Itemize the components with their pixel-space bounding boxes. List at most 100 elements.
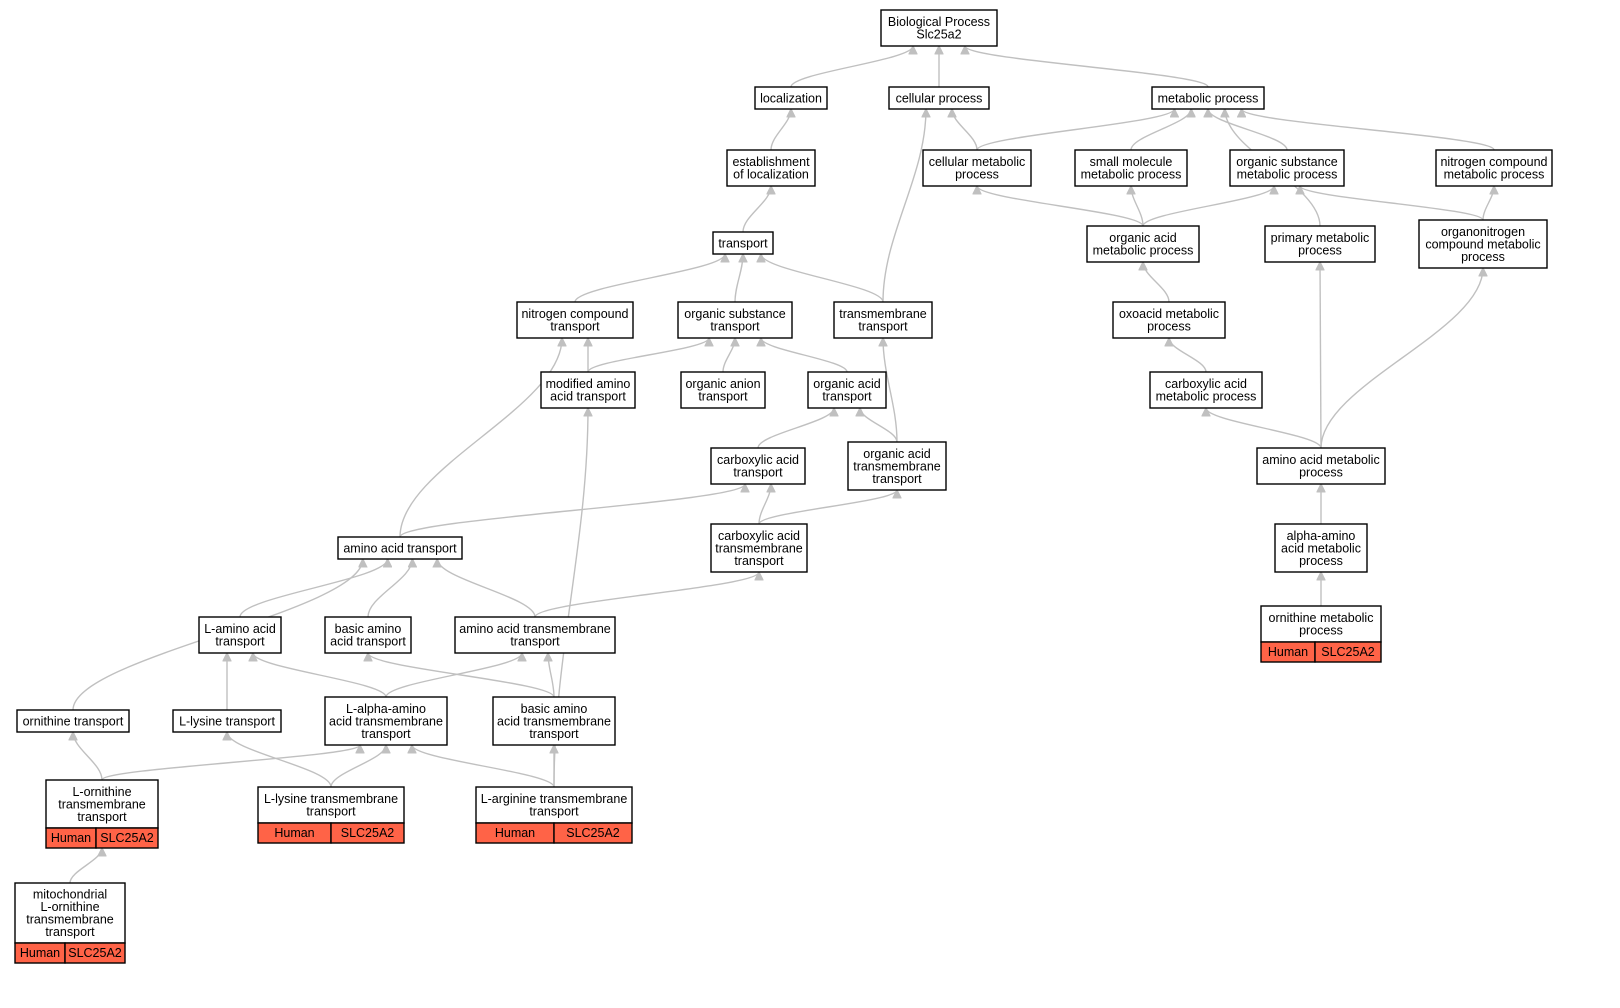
node-laa-label-line: transport [215,635,265,649]
node-orgsubmet-label-line: organic substance [1236,155,1338,169]
node-lalphatm-label-line: transport [361,727,411,741]
node-primmet-label-line: process [1298,244,1342,258]
node-mitoorn[interactable]: mitochondrialL-ornithinetransmembranetra… [14,882,126,964]
node-oxoacid-label-line: process [1147,320,1191,334]
node-lystm-label-line: L-lysine transmembrane [264,792,398,806]
node-modaa-label-line: modified amino [546,377,631,391]
node-loc-label-line: localization [760,91,822,105]
node-basicaatm-label-line: acid transmembrane [497,714,611,728]
node-bp-box [880,9,998,47]
edge-tmtrans-to-transport [761,254,884,303]
edge-aatm-to-carbacidtm [534,571,759,618]
node-aatm-label-line: transport [510,635,560,649]
node-argtm-gene-label: SLC25A2 [566,826,620,840]
node-orgsubtrans-label-line: organic substance [684,307,786,321]
node-carbacidmet-label-line: carboxylic acid [1165,377,1247,391]
node-estloc-label-line: establishment [732,155,810,169]
edge-organion-to-orgsubtrans [722,338,735,373]
node-organion-box [680,371,766,409]
edge-met-to-bp [965,45,1209,88]
node-nitromet-label-line: metabolic process [1444,168,1545,182]
node-lystrans-box [172,709,282,733]
edge-lorntm-to-orntrans [73,732,103,781]
node-mitoorn-species-label: Human [20,946,60,960]
node-basicaatm-box [492,696,616,746]
node-nitrotrans-label-line: nitrogen compound [521,307,628,321]
node-alphaaamet-label-line: process [1299,554,1343,568]
node-lystrans[interactable]: L-lysine transport [172,709,282,733]
node-orntrans-label-line: ornithine transport [23,714,124,728]
node-transport[interactable]: transport [712,231,774,255]
node-cell[interactable]: cellular process [888,86,990,110]
edge-orgsubtrans-to-transport [734,254,743,303]
node-met[interactable]: metabolic process [1151,86,1265,110]
node-basicaa-label-line: basic amino [335,622,402,636]
edge-carbacidmet-to-oxoacid [1169,338,1207,373]
node-orgacidtrans-label-line: transport [822,390,872,404]
node-orgacidtm-label-line: organic acid [863,447,930,461]
edge-organonitro-to-nitromet [1482,186,1494,221]
node-ornmet-label-line: process [1299,624,1343,638]
node-aatm-label-line: amino acid transmembrane [459,622,611,636]
edge-cellmet-to-cell [952,109,978,151]
node-lorntm-label-line: transmembrane [58,797,146,811]
node-loc[interactable]: localization [754,86,828,110]
node-modaa-label-line: acid transport [550,390,626,404]
node-orgsubtrans-box [677,301,793,339]
node-orgsubmet-box [1229,149,1345,187]
edge-aamet-to-organonitro [1320,268,1483,449]
node-aamet-box [1256,447,1386,485]
edge-lalphatm-to-laa [253,653,387,698]
node-argtm-box [475,786,633,824]
node-lystm-label-line: transport [306,805,356,819]
node-organion-label-line: transport [698,390,748,404]
node-lalphatm-label-line: L-alpha-amino [346,702,426,716]
node-aamet-label-line: amino acid metabolic [1262,453,1379,467]
edge-orgacidtrans-to-orgsubtrans [761,338,848,373]
edge-layer [70,45,1494,884]
node-aatrans[interactable]: amino acid transport [337,536,463,560]
node-orntrans[interactable]: ornithine transport [16,709,130,733]
edge-laa-to-aatrans [239,559,388,618]
node-carbacidtm-label-line: carboxylic acid [718,529,800,543]
node-nitromet-label-line: nitrogen compound [1440,155,1547,169]
node-organonitro-box [1418,219,1548,269]
node-orgacidtm-label-line: transmembrane [853,459,941,473]
node-carbacidmet-label-line: metabolic process [1156,390,1257,404]
node-primmet-label-line: primary metabolic [1271,231,1370,245]
node-loc-box [754,86,828,110]
node-ornmet-gene-label: SLC25A2 [1321,645,1375,659]
node-orgacidmet-box [1086,225,1200,263]
